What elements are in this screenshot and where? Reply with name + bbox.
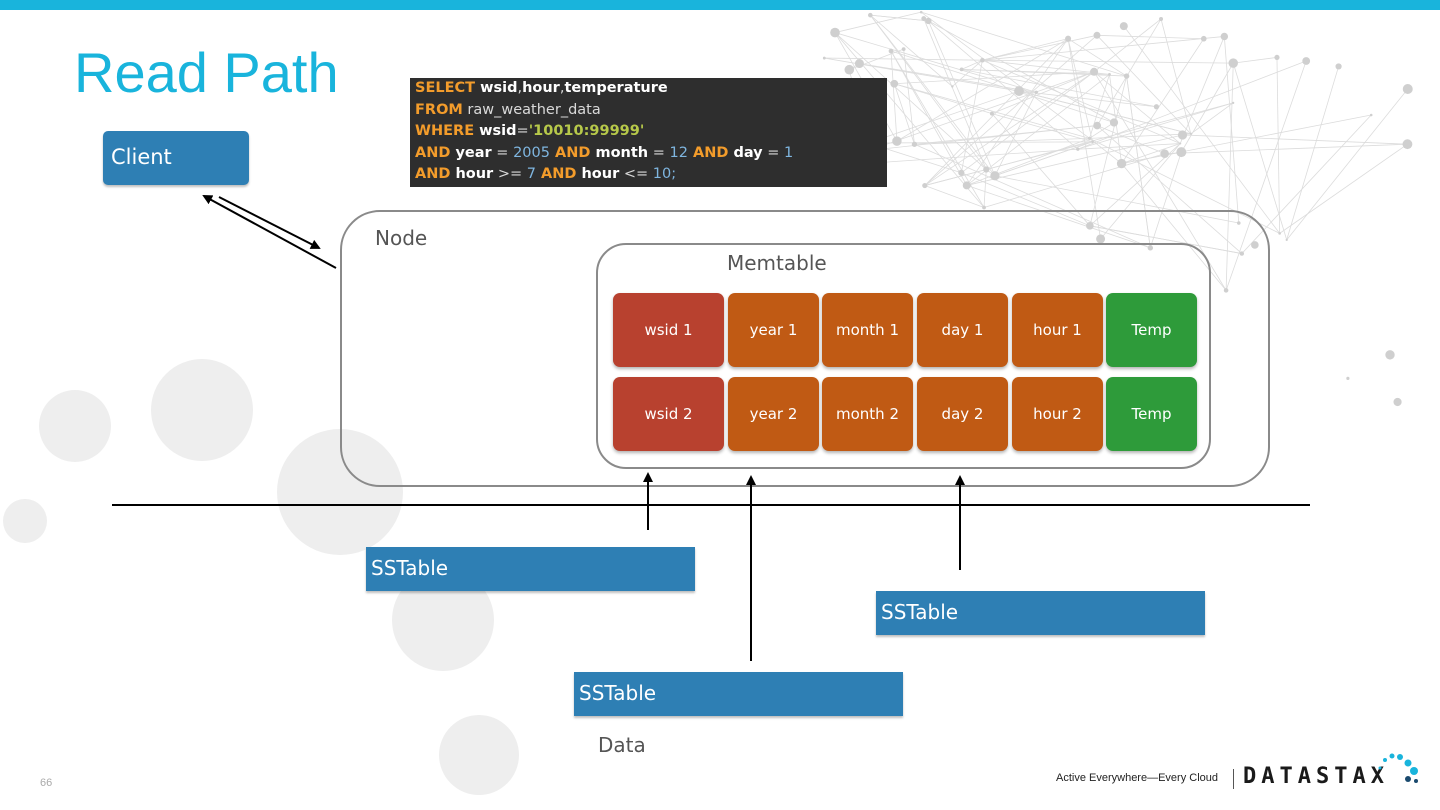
- query-token: '10010:99999': [528, 123, 645, 140]
- query-token: wsid: [474, 123, 517, 140]
- memtable-cell: month 2: [822, 377, 913, 451]
- query-token: hour: [576, 166, 620, 183]
- memtable-cell: Temp: [1106, 377, 1197, 451]
- memtable-label: Memtable: [727, 251, 827, 275]
- memtable-container: [596, 243, 1211, 469]
- query-token: 2005: [513, 144, 550, 161]
- sstable-box-3: SSTable: [574, 672, 903, 716]
- memtable-cell: year 2: [728, 377, 819, 451]
- query-line: SELECT wsid,hour,temperature: [415, 78, 882, 100]
- footer-tagline: Active Everywhere—Every Cloud: [1056, 772, 1219, 784]
- node-container: [340, 210, 1270, 487]
- client-to-node-arrow: [218, 196, 321, 249]
- memtable-cell: year 1: [728, 293, 819, 367]
- memtable-cell: hour 2: [1012, 377, 1103, 451]
- query-token: day: [728, 144, 763, 161]
- memtable-cell: wsid 2: [613, 377, 724, 451]
- client-box: Client: [103, 131, 249, 185]
- footer-separator: [1233, 769, 1234, 789]
- query-token: =: [516, 123, 529, 140]
- top-accent-bar: [0, 0, 1440, 10]
- query-token: hour: [522, 80, 560, 96]
- query-token: wsid: [475, 80, 518, 96]
- sstable-box-1: SSTable: [366, 547, 695, 591]
- query-token: =: [648, 144, 670, 161]
- query-token: WHERE: [415, 123, 475, 140]
- query-line: FROM raw_weather_data: [415, 100, 882, 122]
- query-token: month: [590, 144, 649, 161]
- node-label: Node: [375, 226, 428, 250]
- query-token: AND: [415, 166, 451, 183]
- query-token: year: [450, 144, 492, 161]
- datastax-logo: DATASTAX: [1243, 764, 1389, 789]
- query-token: AND: [415, 144, 451, 161]
- memtable-cell: day 2: [917, 377, 1008, 451]
- memtable-cell: day 1: [917, 293, 1008, 367]
- query-token: FROM: [415, 101, 463, 118]
- query-token: AND: [549, 144, 591, 161]
- data-label: Data: [598, 733, 646, 757]
- memtable-cell: wsid 1: [613, 293, 724, 367]
- query-token: <=: [619, 166, 653, 183]
- query-token: raw_weather_data: [462, 101, 601, 118]
- query-token: >=: [493, 166, 527, 183]
- memtable-cell: hour 1: [1012, 293, 1103, 367]
- query-token: SELECT: [415, 80, 476, 96]
- query-token: =: [762, 144, 784, 161]
- query-token: ,: [559, 80, 565, 96]
- query-token: ,: [517, 80, 523, 96]
- query-line: WHERE wsid='10010:99999': [415, 121, 882, 143]
- query-token: temperature: [564, 80, 668, 96]
- query-line: AND hour >= 7 AND hour <= 10;: [415, 164, 882, 186]
- query-token: 10;: [652, 166, 677, 183]
- query-token: 1: [784, 144, 794, 161]
- query-token: hour: [450, 166, 494, 183]
- sstable-box-2: SSTable: [876, 591, 1205, 635]
- query-token: 12: [669, 144, 688, 161]
- query-token: =: [491, 144, 514, 161]
- node-to-client-arrow: [202, 195, 337, 269]
- query-token: AND: [687, 144, 729, 161]
- page-number: 66: [40, 777, 53, 789]
- memtable-cell: Temp: [1106, 293, 1197, 367]
- slide-title: Read Path: [74, 41, 339, 104]
- query-token: AND: [535, 166, 577, 183]
- query-line: AND year = 2005 AND month = 12 AND day =…: [415, 143, 882, 165]
- query-token: 7: [526, 166, 536, 183]
- memtable-cell: month 1: [822, 293, 913, 367]
